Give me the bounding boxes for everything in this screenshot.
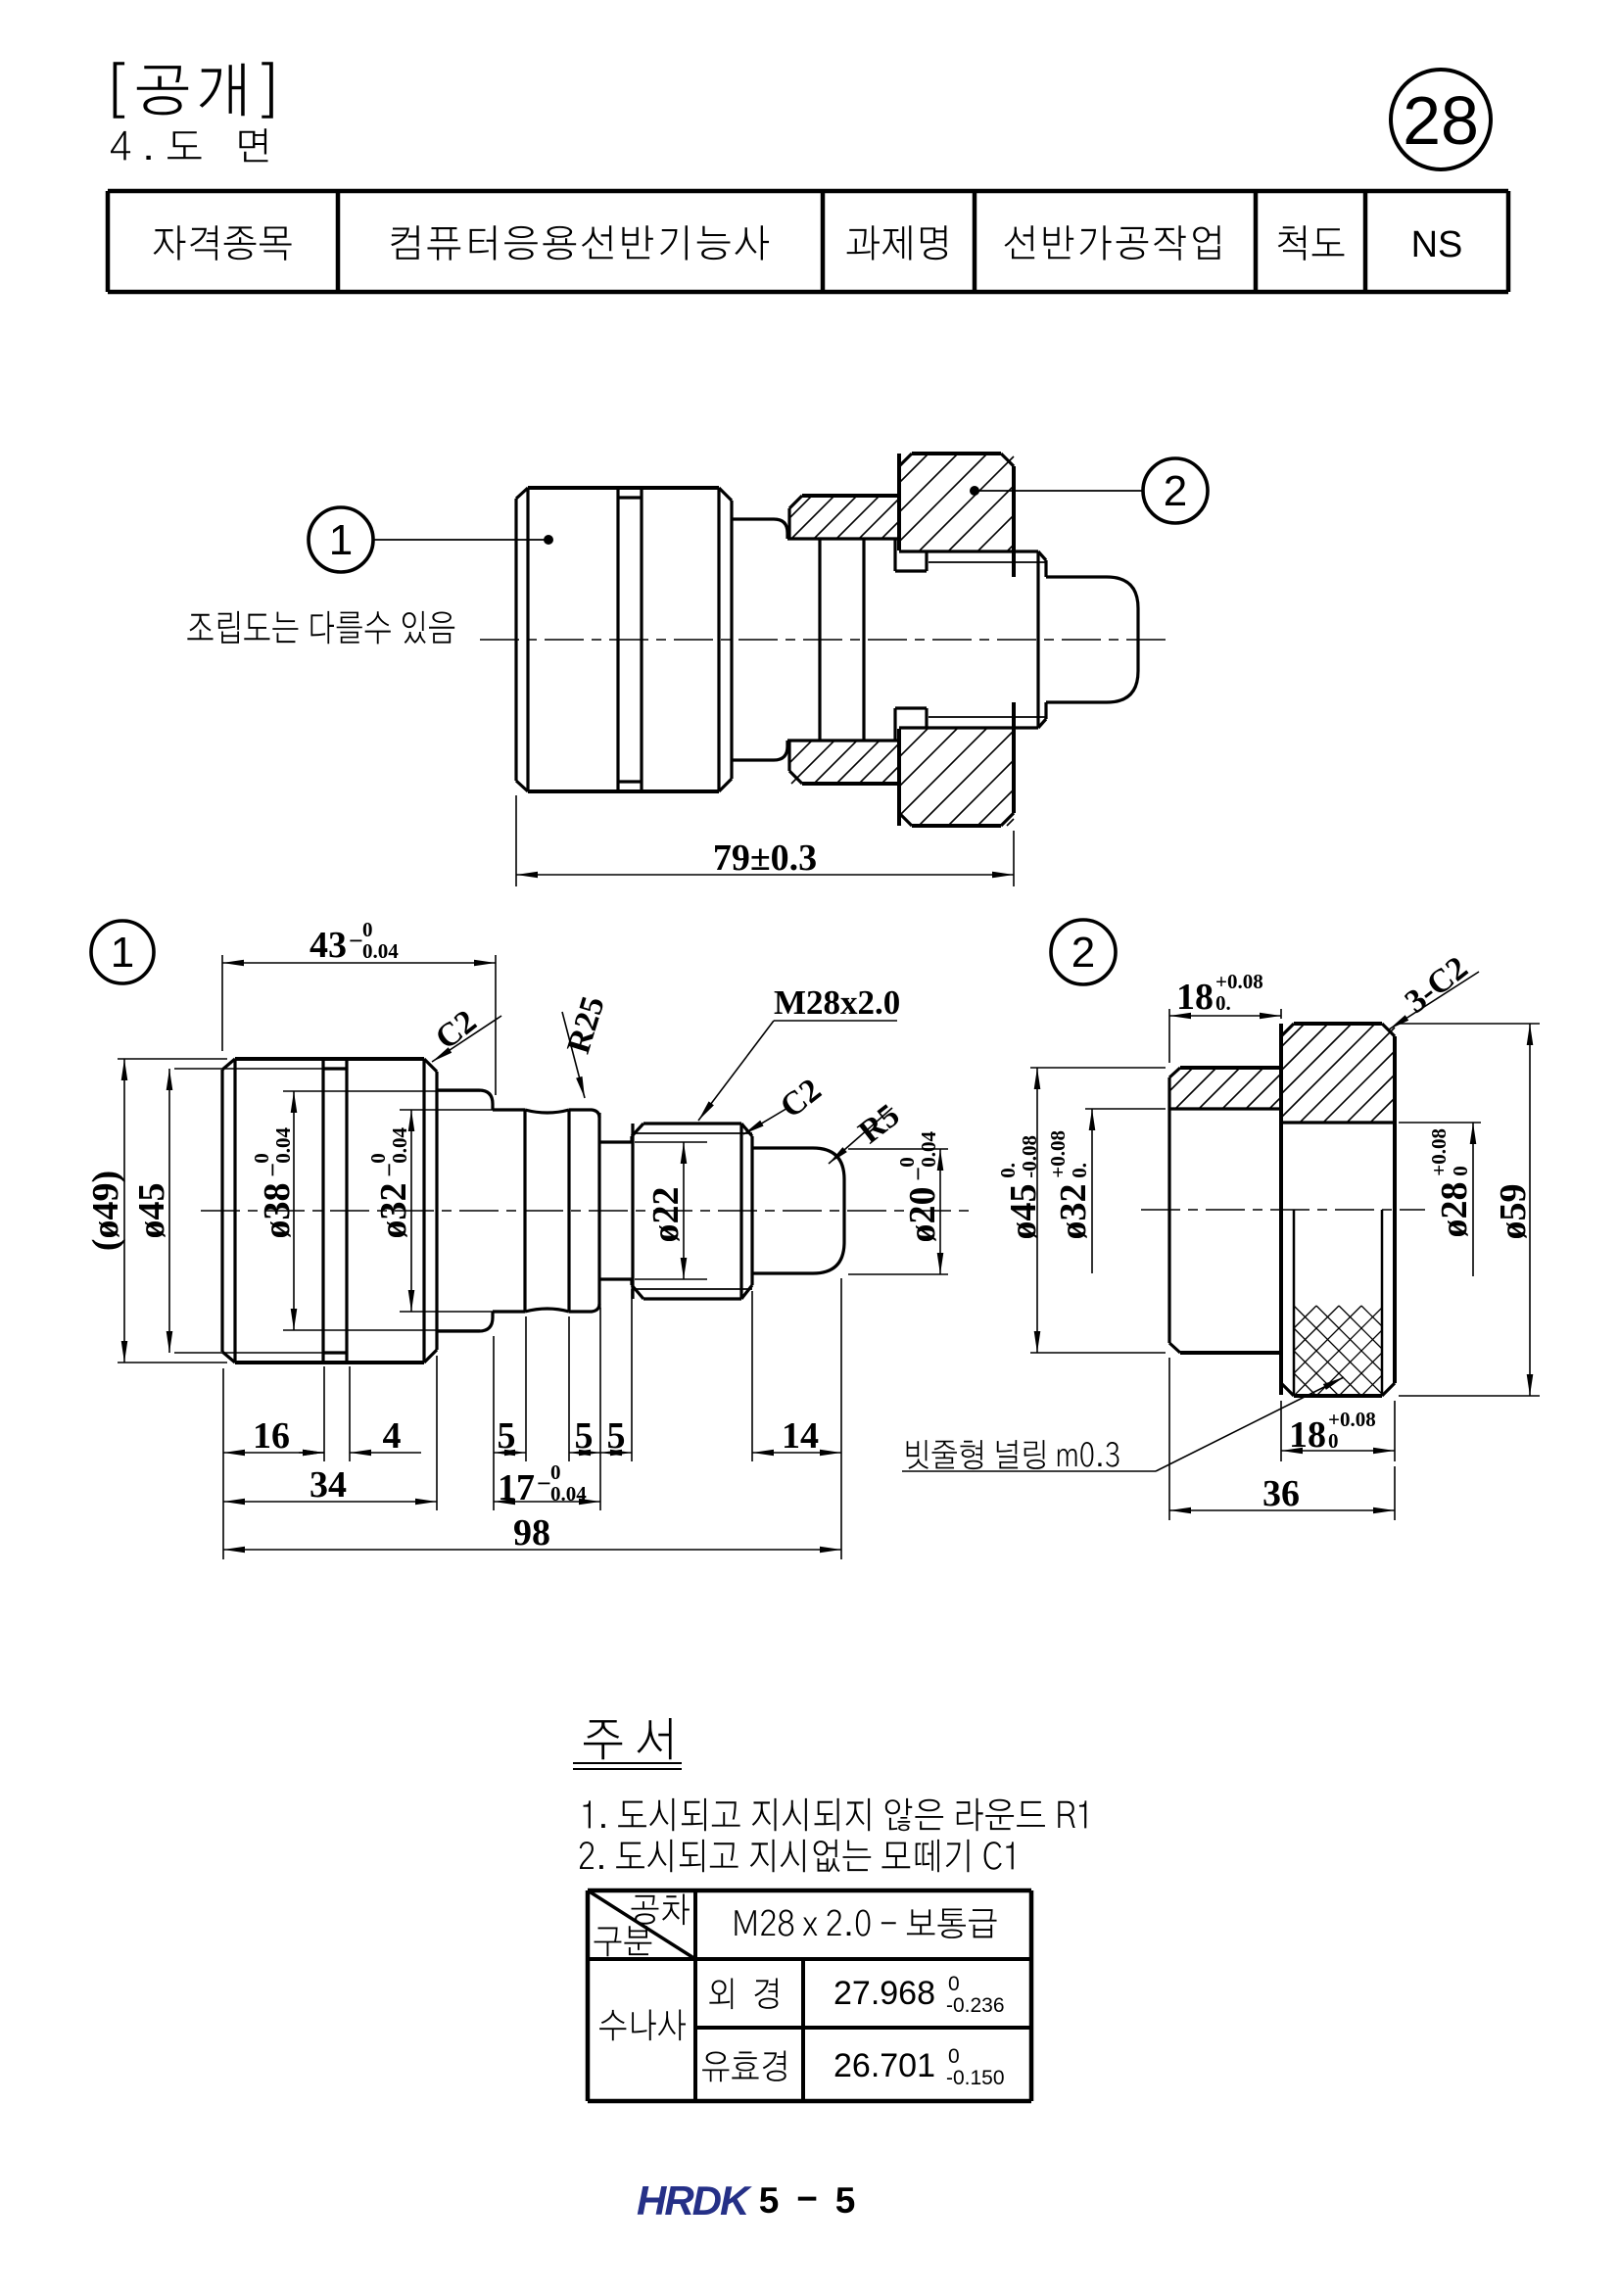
svg-text:ø28: ø28 (1434, 1182, 1475, 1238)
svg-text:0.04: 0.04 (917, 1130, 940, 1167)
svg-text:0.04: 0.04 (362, 939, 399, 963)
svg-text:18: 18 (1176, 977, 1214, 1018)
svg-text:ø59: ø59 (1493, 1184, 1534, 1240)
svg-text:16: 16 (253, 1415, 290, 1457)
svg-text:26.701: 26.701 (833, 2047, 935, 2084)
svg-text:−: − (904, 1167, 932, 1181)
svg-text:−: − (537, 1469, 551, 1498)
svg-text:−: − (796, 2178, 818, 2219)
svg-text:2: 2 (1071, 929, 1095, 977)
svg-text:5: 5 (759, 2180, 780, 2221)
svg-text:0: 0 (366, 1153, 390, 1164)
svg-text:0: 0 (948, 1973, 960, 1995)
svg-text:−: − (375, 1163, 404, 1177)
svg-text:+0.08: +0.08 (1427, 1128, 1451, 1176)
svg-text:4: 4 (383, 1415, 402, 1457)
svg-text:5: 5 (575, 1415, 594, 1457)
svg-text:-0.08: -0.08 (1018, 1135, 1041, 1178)
svg-text:27.968: 27.968 (833, 1975, 935, 2012)
svg-text:36: 36 (1262, 1473, 1300, 1514)
svg-text:ø32: ø32 (373, 1183, 414, 1239)
svg-text:0.: 0. (1215, 991, 1231, 1015)
svg-text:0: 0 (895, 1157, 919, 1168)
svg-text:-0.150: -0.150 (946, 2067, 1005, 2089)
svg-text:0: 0 (250, 1153, 273, 1164)
svg-text:+0.08: +0.08 (1328, 1408, 1376, 1431)
svg-text:ø20: ø20 (902, 1187, 943, 1243)
svg-text:0: 0 (1328, 1429, 1339, 1453)
svg-text:5: 5 (607, 1415, 626, 1457)
svg-text:(ø49): (ø49) (85, 1171, 126, 1251)
svg-text:0.04: 0.04 (550, 1482, 587, 1506)
svg-text:0: 0 (550, 1460, 561, 1484)
svg-text:79±0.3: 79±0.3 (713, 837, 817, 879)
svg-text:ø32: ø32 (1053, 1184, 1094, 1240)
svg-text:0: 0 (948, 2045, 960, 2068)
svg-text:34: 34 (310, 1464, 347, 1506)
svg-text:0: 0 (362, 918, 373, 941)
svg-text:-0.236: -0.236 (946, 1994, 1005, 2017)
svg-text:5: 5 (835, 2180, 856, 2221)
svg-text:ø45: ø45 (1003, 1184, 1044, 1240)
svg-text:43: 43 (310, 925, 347, 966)
svg-text:−: − (259, 1163, 287, 1177)
svg-text:+0.08: +0.08 (1046, 1130, 1070, 1178)
svg-text:+0.08: +0.08 (1215, 970, 1263, 993)
svg-text:1: 1 (111, 929, 134, 977)
svg-text:−: − (349, 927, 363, 955)
svg-text:5: 5 (498, 1415, 516, 1457)
svg-text:18: 18 (1289, 1414, 1326, 1456)
svg-text:0.: 0. (996, 1163, 1020, 1178)
svg-text:14: 14 (782, 1415, 819, 1457)
svg-text:28: 28 (1403, 82, 1479, 159)
svg-text:M28x2.0: M28x2.0 (774, 983, 900, 1022)
svg-text:2: 2 (1164, 467, 1187, 515)
svg-text:0.04: 0.04 (388, 1126, 411, 1163)
svg-text:NS: NS (1411, 224, 1463, 265)
svg-text:0.: 0. (1068, 1163, 1091, 1178)
svg-text:17: 17 (498, 1467, 535, 1508)
svg-text:98: 98 (513, 1512, 550, 1554)
svg-text:ø45: ø45 (131, 1183, 172, 1239)
svg-text:0.04: 0.04 (271, 1126, 295, 1163)
svg-text:0: 0 (1449, 1166, 1472, 1176)
svg-text:HRDK: HRDK (637, 2177, 752, 2224)
svg-text:ø22: ø22 (645, 1187, 687, 1243)
svg-text:ø38: ø38 (257, 1183, 298, 1239)
svg-text:1: 1 (329, 516, 353, 564)
